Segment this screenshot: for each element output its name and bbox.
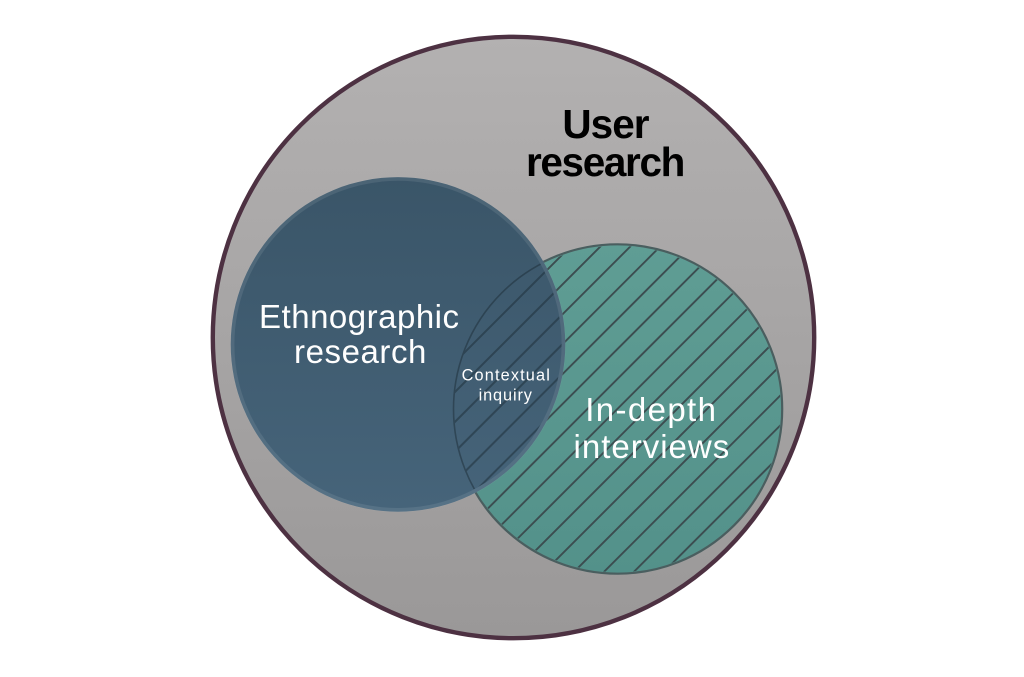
svg-text:User: User: [562, 101, 649, 147]
svg-text:Contextual: Contextual: [462, 366, 551, 384]
svg-text:interviews: interviews: [574, 428, 731, 465]
svg-text:Ethnographic: Ethnographic: [259, 298, 459, 335]
svg-text:In-depth: In-depth: [585, 391, 717, 428]
svg-text:inquiry: inquiry: [479, 386, 533, 404]
svg-text:research: research: [526, 139, 684, 185]
svg-text:research: research: [294, 333, 427, 370]
